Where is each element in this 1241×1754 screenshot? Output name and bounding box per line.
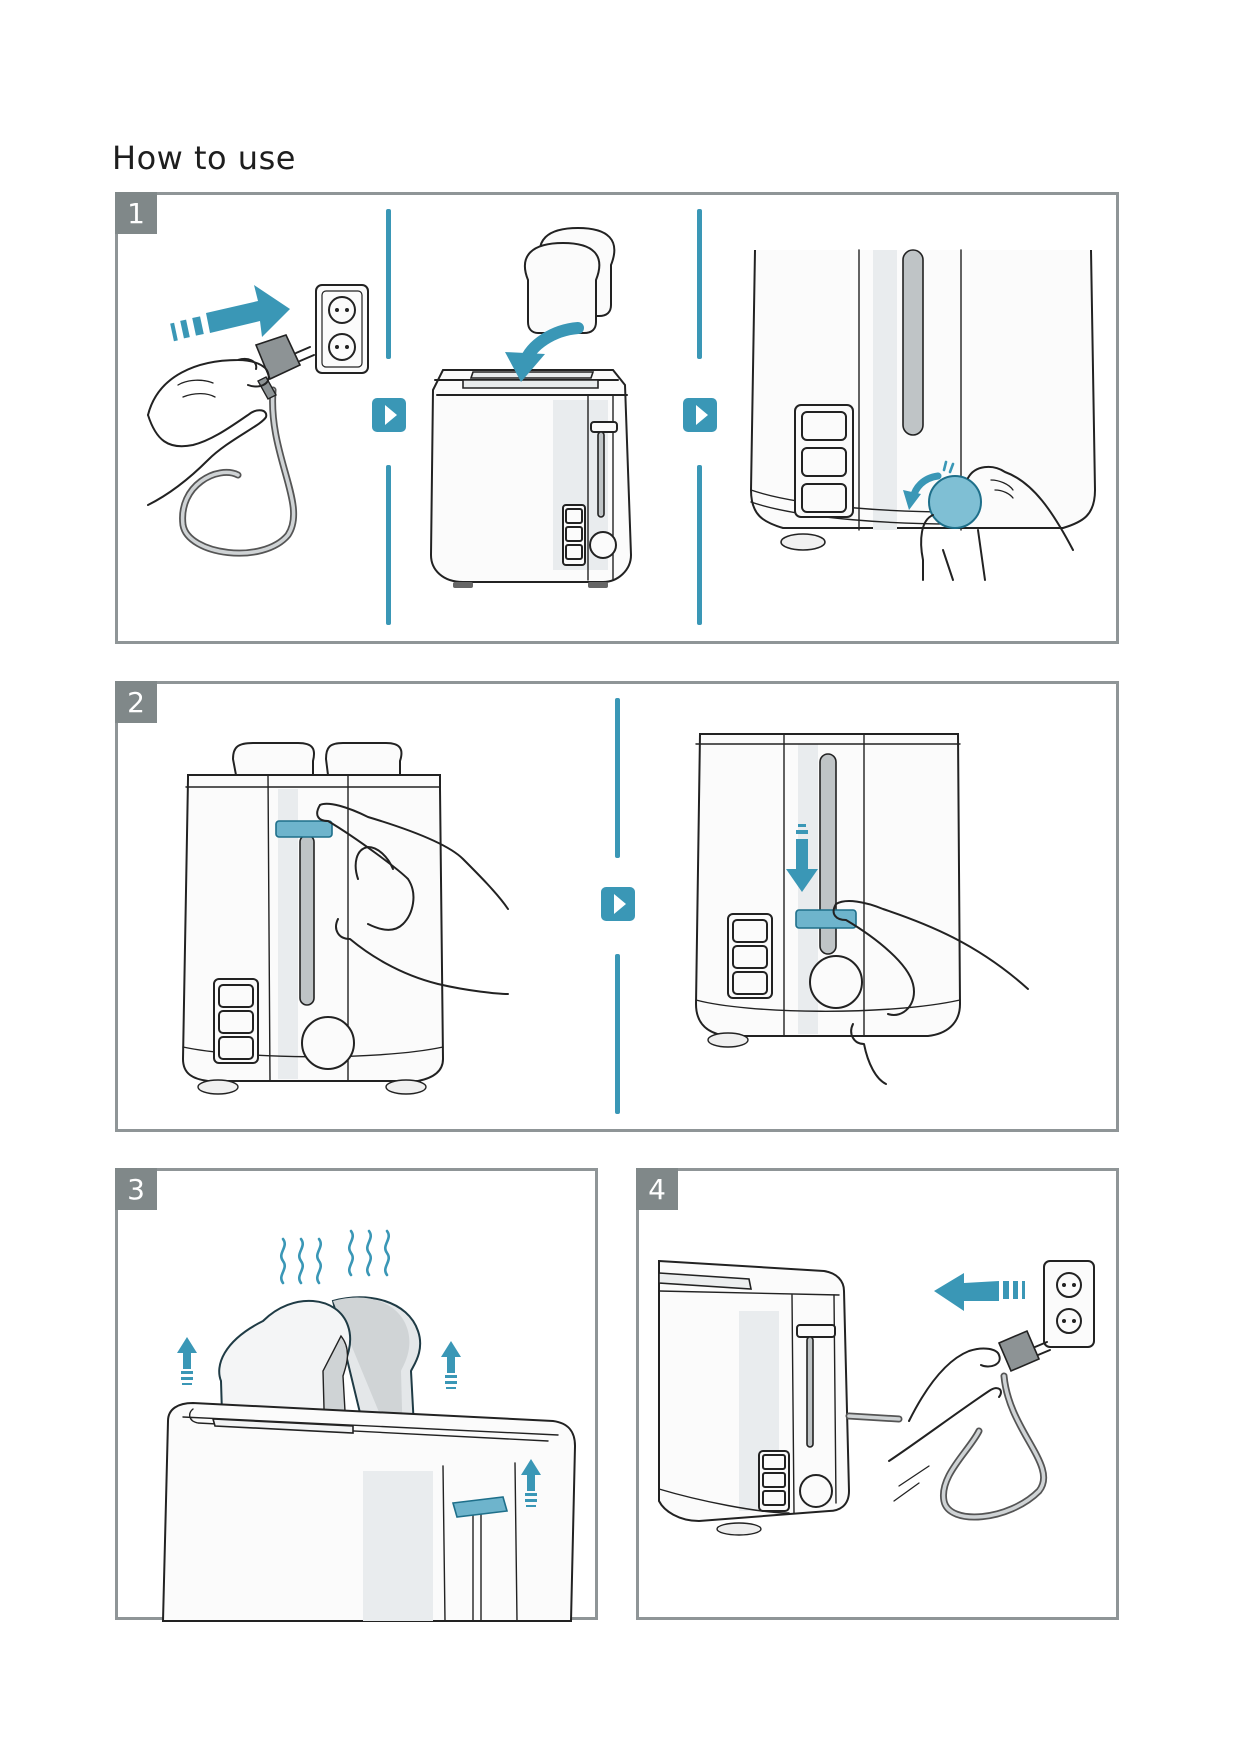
- frame-divider: [615, 954, 620, 1114]
- step-number-badge: 4: [636, 1168, 678, 1210]
- step-number-badge: 3: [115, 1168, 157, 1210]
- plug-icon: [254, 334, 315, 400]
- frame-divider: [386, 465, 391, 625]
- steam-icon: [280, 1229, 390, 1285]
- arrow-right-icon: [170, 285, 290, 342]
- press-lever-down-illustration: [694, 733, 1029, 1085]
- arrow-down-curved-icon: [505, 322, 584, 382]
- plug-into-socket-illustration: [147, 284, 369, 557]
- arrow-left-icon: [934, 1273, 1025, 1311]
- wall-socket-icon: [315, 284, 369, 374]
- bread-slices-icon: [523, 226, 616, 334]
- next-step-icon: [683, 398, 717, 432]
- toast-pops-up-illustration: [161, 1229, 577, 1622]
- step-number-badge: 1: [115, 192, 157, 234]
- unplug-from-socket-illustration: [658, 1259, 1095, 1536]
- step-4-panel: 4: [636, 1168, 1119, 1620]
- step-2-panel: 2: [115, 681, 1119, 1132]
- step-3-panel: 3: [115, 1168, 598, 1622]
- wall-socket-icon: [1043, 1260, 1095, 1348]
- frame-divider: [697, 465, 702, 625]
- step-number-badge: 2: [115, 681, 157, 723]
- arrow-up-icon: [441, 1341, 461, 1389]
- step-1-panel: 1: [115, 192, 1119, 644]
- page-title: How to use: [112, 139, 296, 178]
- frame-divider: [615, 698, 620, 858]
- frame-divider: [386, 209, 391, 359]
- next-step-icon: [372, 398, 406, 432]
- next-step-icon: [601, 887, 635, 921]
- arrow-down-icon: [786, 824, 818, 892]
- rotate-arrow-icon: [903, 460, 955, 510]
- insert-bread-illustration: [429, 226, 633, 588]
- turn-browning-knob-illustration: [749, 249, 1097, 581]
- finger-on-lever-illustration: [181, 742, 509, 1095]
- frame-divider: [697, 209, 702, 359]
- arrow-up-icon: [521, 1459, 541, 1507]
- arrow-up-icon: [177, 1337, 197, 1385]
